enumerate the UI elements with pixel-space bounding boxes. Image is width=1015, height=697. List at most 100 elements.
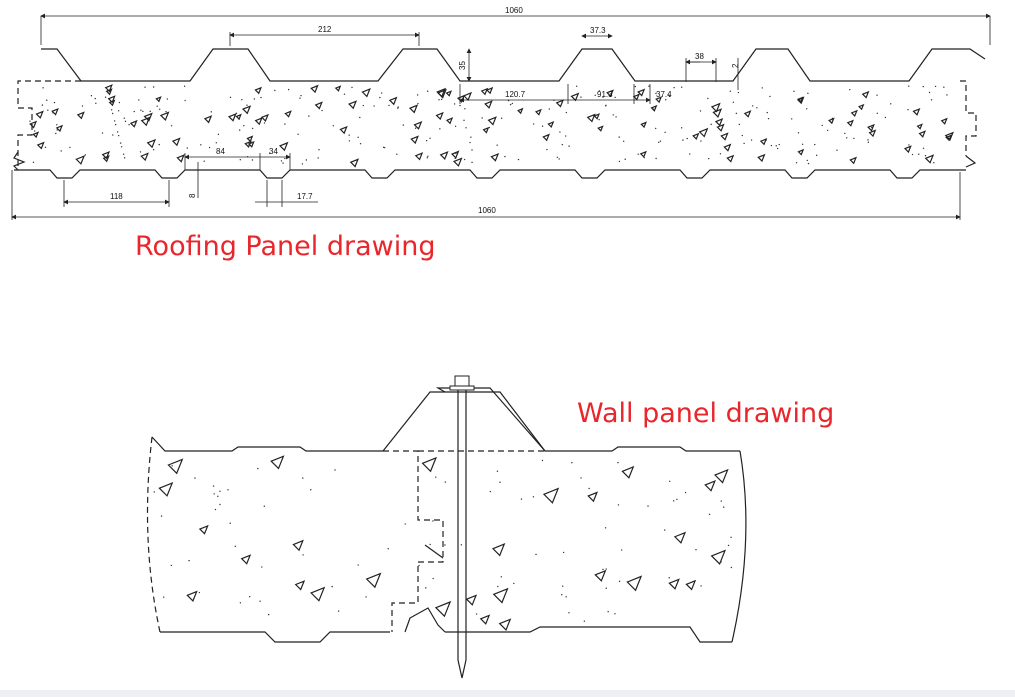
bottom-scrollbar-track [0,690,1015,697]
aggregate-dot [194,477,196,479]
aggregate-triangle [101,150,111,160]
aggregate-triangle [716,123,725,132]
aggregate-dot [778,143,780,146]
aggregate-dot [471,161,473,164]
aggregate-triangle [29,120,38,129]
aggregate-dot [110,109,113,111]
aggregate-triangle [294,580,306,591]
aggregate-dot [680,86,683,88]
aggregate-dot [750,139,753,141]
aggregate-triangle [940,117,948,125]
dim-total-bottom: 1060 [478,206,496,215]
aggregate-dot [890,103,892,105]
aggregate-dot [496,144,498,146]
aggregate-triangle [743,110,752,118]
aggregate-dot [730,536,732,538]
aggregate-dot [884,116,887,119]
wall-left-edge [146,436,161,633]
aggregate-triangle [445,90,453,97]
aggregate-dot [922,85,924,88]
aggregate-triangle [349,158,360,168]
aggregate-triangle [487,116,497,126]
aggregate-dot [821,124,823,127]
aggregate-dot [605,105,607,107]
aggregate-triangle [479,614,491,625]
aggregate-dot [432,520,434,522]
aggregate-triangle [944,131,954,141]
aggregate-dot [618,580,621,583]
aggregate-triangle [292,539,304,552]
aggregate-dot [541,125,544,127]
aggregate-dot [144,86,146,88]
aggregate-dot [29,120,31,122]
aggregate-dot [34,130,36,132]
concrete-fill-pattern [29,84,954,168]
aggregate-dot [594,94,596,96]
aggregate-dot [568,612,570,614]
aggregate-dot [302,554,304,556]
aggregate-dot [580,477,582,479]
aggregate-dot [648,85,650,87]
aggregate-dot [499,481,501,483]
aggregate-triangle [439,151,449,160]
aggregate-triangle [485,86,494,95]
aggregate-dot [114,123,117,126]
aggregate-dot [397,106,399,108]
aggregate-triangle [129,119,138,128]
aggregate-dot [111,112,114,115]
aggregate-triangle [284,110,292,118]
aggregate-dot [546,148,548,151]
aggregate-triangle [240,554,252,565]
aggregate-dot [81,105,84,107]
aggregate-dot [767,117,770,120]
aggregate-dot [612,114,614,116]
aggregate-dot [229,522,231,524]
aggregate-dot [238,129,241,131]
aggregate-triangle [668,578,680,590]
aggregate-dot [248,595,251,598]
aggregate-dot [282,162,284,164]
aggregate-dot [414,127,417,129]
aggregate-dot [664,131,666,134]
aggregate-dot [607,611,609,613]
aggregate-dot [158,108,161,110]
wall-top-profile [151,391,740,452]
aggregate-dot [308,115,310,117]
aggregate-triangle [270,455,285,470]
aggregate-dot [118,101,121,104]
roof-left-joint [17,80,81,170]
aggregate-dot [60,150,62,152]
aggregate-triangle [626,575,643,592]
aggregate-dot [617,461,619,464]
aggregate-triangle [171,137,181,147]
aggregate-dot [849,88,851,91]
wall-panel-title: Wall panel drawing [577,398,835,429]
aggregate-dot [710,123,712,126]
aggregate-dot [605,587,607,589]
aggregate-triangle [491,543,506,557]
aggregate-triangle [797,148,805,156]
aggregate-dot [44,146,47,149]
aggregate-triangle [655,96,663,104]
aggregate-dot [776,147,779,150]
aggregate-dot [427,155,429,157]
aggregate-dot [229,96,232,99]
aggregate-triangle [698,127,709,138]
aggregate-dot [219,503,221,506]
aggregate-dot [496,470,499,472]
aggregate-triangle [586,113,596,123]
aggregate-dot [337,610,340,612]
aggregate-dot [444,481,447,483]
aggregate-dot [504,155,506,158]
aggregate-dot [362,104,364,107]
aggregate-triangle [102,155,110,163]
aggregate-dot [463,119,465,122]
aggregate-dot [658,141,660,144]
aggregate-dot [621,549,623,551]
aggregate-triangle [247,141,255,148]
roof-top-profile [41,48,986,82]
dim-total-top: 1060 [505,6,523,15]
aggregate-triangle [203,115,213,124]
aggregate-triangle [490,152,500,162]
aggregate-dot [807,92,809,95]
